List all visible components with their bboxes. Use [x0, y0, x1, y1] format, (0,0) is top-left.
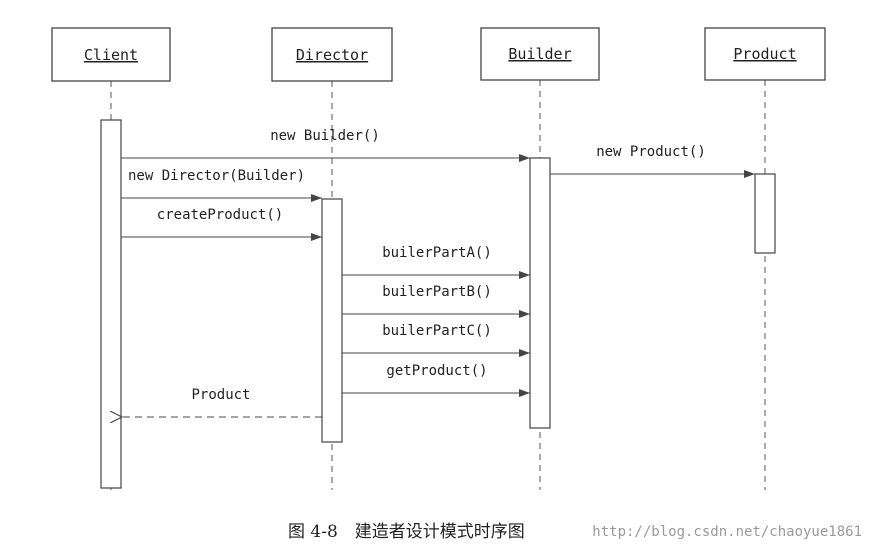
message-builer-part-b-label: builerPartB() — [382, 284, 492, 300]
watermark-url: http://blog.csdn.net/chaoyue1861 — [592, 524, 862, 540]
object-builder: Builder — [480, 27, 600, 81]
message-builer-part-c-label: builerPartC() — [382, 323, 492, 339]
message-new-product-label: new Product() — [596, 144, 706, 160]
message-create-product-label: createProduct() — [157, 207, 283, 223]
message-new-builder-label: new Builder() — [270, 128, 380, 144]
object-director: Director — [271, 27, 393, 82]
activation-director — [321, 198, 343, 443]
activation-product — [754, 173, 776, 254]
object-builder-label: Builder — [508, 45, 571, 63]
activation-client — [100, 119, 122, 489]
object-client-label: Client — [84, 46, 138, 64]
message-builer-part-a-label: builerPartA() — [382, 245, 492, 261]
message-new-director-label: new Director(Builder) — [128, 168, 305, 184]
object-client: Client — [51, 27, 171, 82]
object-director-label: Director — [296, 46, 368, 64]
activation-builder — [529, 157, 551, 429]
message-get-product-label: getProduct() — [386, 363, 487, 379]
object-product: Product — [704, 27, 826, 81]
message-return-product-label: Product — [191, 387, 250, 403]
figure-caption: 图 4-8 建造者设计模式时序图 — [288, 522, 525, 542]
object-product-label: Product — [733, 45, 796, 63]
